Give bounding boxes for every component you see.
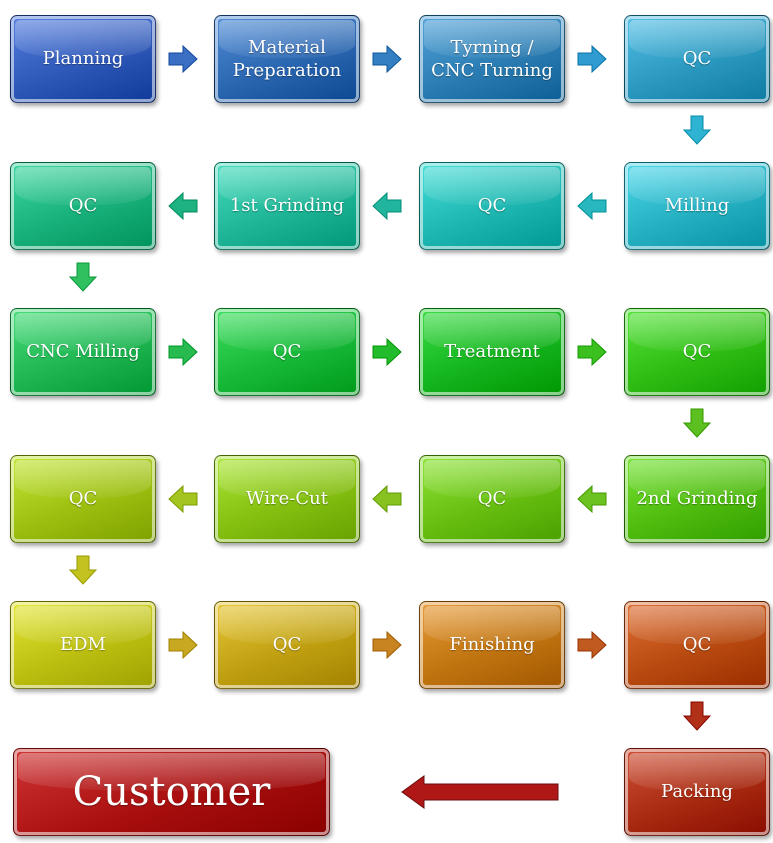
step-label: Treatment	[444, 341, 540, 363]
step-label: CNC Milling	[26, 341, 140, 363]
step-16-qc-box: QC	[10, 455, 156, 543]
step-label: QC	[272, 634, 302, 656]
step-9-cnc-milling-box: CNC Milling	[10, 308, 156, 396]
step-18-qc-box: QC	[214, 601, 360, 689]
arrow-right-icon	[168, 630, 198, 660]
arrow-left-icon	[372, 191, 402, 221]
step-label: QC	[272, 341, 302, 363]
step-label: Customer	[72, 769, 271, 815]
arrow-right-icon	[168, 337, 198, 367]
step-1-planning-box: Planning	[10, 15, 156, 103]
step-label: QC	[68, 195, 98, 217]
step-19-finishing-box: Finishing	[419, 601, 565, 689]
arrow-right-icon	[372, 44, 402, 74]
step-22-customer-box: Customer	[13, 748, 330, 836]
arrow-left-icon	[577, 484, 607, 514]
step-7-1st-grinding-box: 1st Grinding	[214, 162, 360, 250]
step-label: 1st Grinding	[229, 195, 345, 217]
arrow-right-icon	[577, 337, 607, 367]
step-5-milling-box: Milling	[624, 162, 770, 250]
step-label: Material Preparation	[232, 36, 342, 81]
arrow-left-icon	[168, 191, 198, 221]
step-14-qc-box: QC	[419, 455, 565, 543]
step-label: Planning	[42, 48, 124, 70]
step-label: Tyrning / CNC Turning	[431, 36, 553, 81]
step-label: QC	[68, 488, 98, 510]
arrow-down-icon	[68, 262, 98, 292]
step-12-qc-box: QC	[624, 308, 770, 396]
arrow-right-icon	[168, 44, 198, 74]
step-13-2nd-grinding-box: 2nd Grinding	[624, 455, 770, 543]
arrow-down-icon	[682, 115, 712, 145]
arrow-down-icon	[682, 701, 712, 731]
step-label: 2nd Grinding	[636, 488, 758, 510]
step-15-wire-cut-box: Wire-Cut	[214, 455, 360, 543]
step-8-qc-box: QC	[10, 162, 156, 250]
step-6-qc-box: QC	[419, 162, 565, 250]
step-label: QC	[682, 634, 712, 656]
step-label: Wire-Cut	[246, 488, 328, 510]
step-label: QC	[477, 195, 507, 217]
arrow-right-icon	[577, 630, 607, 660]
arrow-down-icon	[68, 555, 98, 585]
step-label: QC	[682, 341, 712, 363]
step-label: Packing	[661, 781, 733, 803]
arrow-right-icon	[577, 44, 607, 74]
step-label: EDM	[59, 634, 106, 656]
long-arrow-left-icon	[401, 775, 559, 809]
step-label: Milling	[664, 195, 730, 217]
step-2-material-preparation-box: Material Preparation	[214, 15, 360, 103]
step-4-qc-box: QC	[624, 15, 770, 103]
step-label: QC	[682, 48, 712, 70]
arrow-left-icon	[168, 484, 198, 514]
step-20-qc-box: QC	[624, 601, 770, 689]
step-17-edm-box: EDM	[10, 601, 156, 689]
step-11-treatment-box: Treatment	[419, 308, 565, 396]
arrow-right-icon	[372, 630, 402, 660]
arrow-left-icon	[372, 484, 402, 514]
arrow-left-icon	[577, 191, 607, 221]
step-10-qc-box: QC	[214, 308, 360, 396]
step-21-packing-box: Packing	[624, 748, 770, 836]
step-label: QC	[477, 488, 507, 510]
step-3-tyrning-cnc-turning-box: Tyrning / CNC Turning	[419, 15, 565, 103]
arrow-right-icon	[372, 337, 402, 367]
step-label: Finishing	[449, 634, 535, 656]
arrow-down-icon	[682, 408, 712, 438]
